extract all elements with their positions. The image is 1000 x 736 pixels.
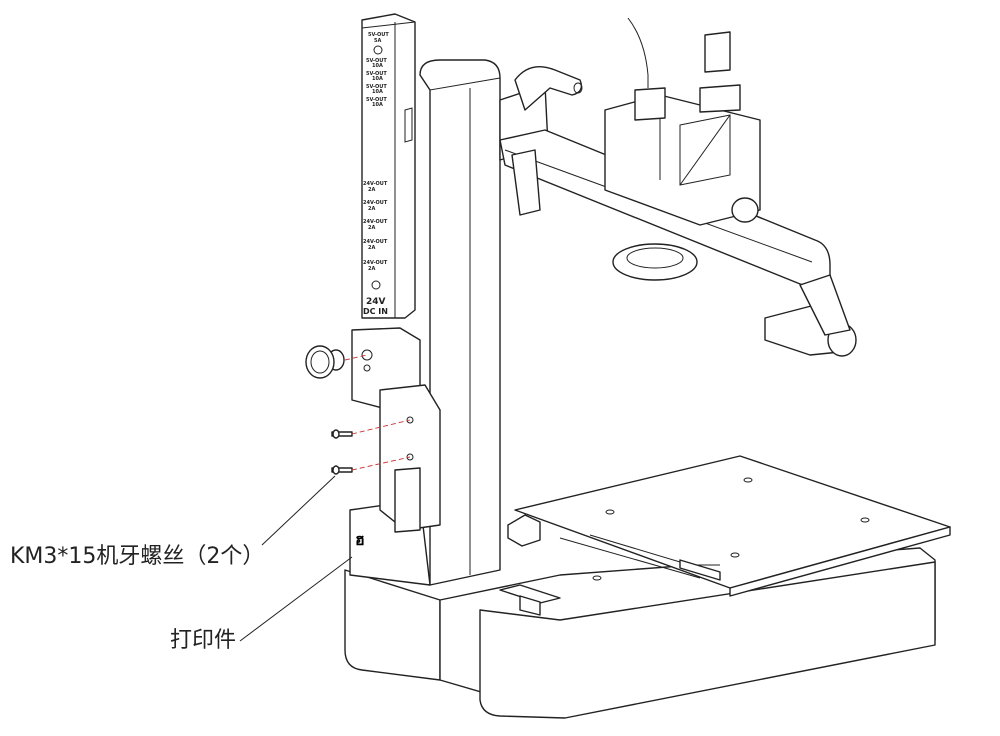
panel-label: 5V-OUT: [368, 32, 389, 38]
callout-screws: KM3*15机牙螺丝（2个）: [10, 544, 265, 569]
horizontal-arm: [499, 17, 857, 357]
panel-label: 10A: [372, 89, 383, 95]
base-unit: [344, 547, 936, 719]
thumb-knob: [305, 345, 345, 379]
panel-label: 5V-OUT: [366, 71, 387, 77]
panel-label: 24V-OUT: [363, 260, 388, 266]
panel-label: 2A: [368, 206, 375, 212]
panel-label: 5V-OUT: [366, 97, 387, 103]
logo-mark: ฮ: [355, 530, 365, 549]
power-supply-panel: 5V-OUT 5A 5V-OUT 10A 5V-OUT 10A 5V-OUT 1…: [361, 13, 416, 319]
panel-input-voltage: 24V: [366, 297, 386, 307]
leader-line-printed-part: [239, 556, 353, 642]
panel-label: 5A: [374, 38, 381, 44]
panel-label: 24V-OUT: [363, 239, 388, 245]
panel-label: 2A: [368, 245, 375, 251]
callout-printed-part: 打印件: [170, 628, 237, 653]
leader-line-screws: [261, 475, 336, 546]
panel-label: 10A: [372, 102, 383, 108]
panel-input-type: DC IN: [363, 307, 388, 316]
panel-label: 5V-OUT: [366, 84, 387, 90]
panel-label: 24V-OUT: [363, 181, 388, 187]
panel-label: 10A: [372, 63, 383, 69]
panel-label: 24V-OUT: [363, 219, 388, 225]
panel-label: 2A: [368, 187, 375, 193]
stage-plate: [507, 455, 951, 597]
screw: [331, 465, 353, 475]
panel-label: 24V-OUT: [363, 200, 388, 206]
panel-label: 2A: [368, 266, 375, 272]
panel-label: 2A: [368, 225, 375, 231]
panel-label: 10A: [372, 76, 383, 82]
vertical-column: ฮ: [349, 59, 501, 586]
screw: [331, 429, 353, 439]
panel-label: 5V-OUT: [366, 58, 387, 64]
